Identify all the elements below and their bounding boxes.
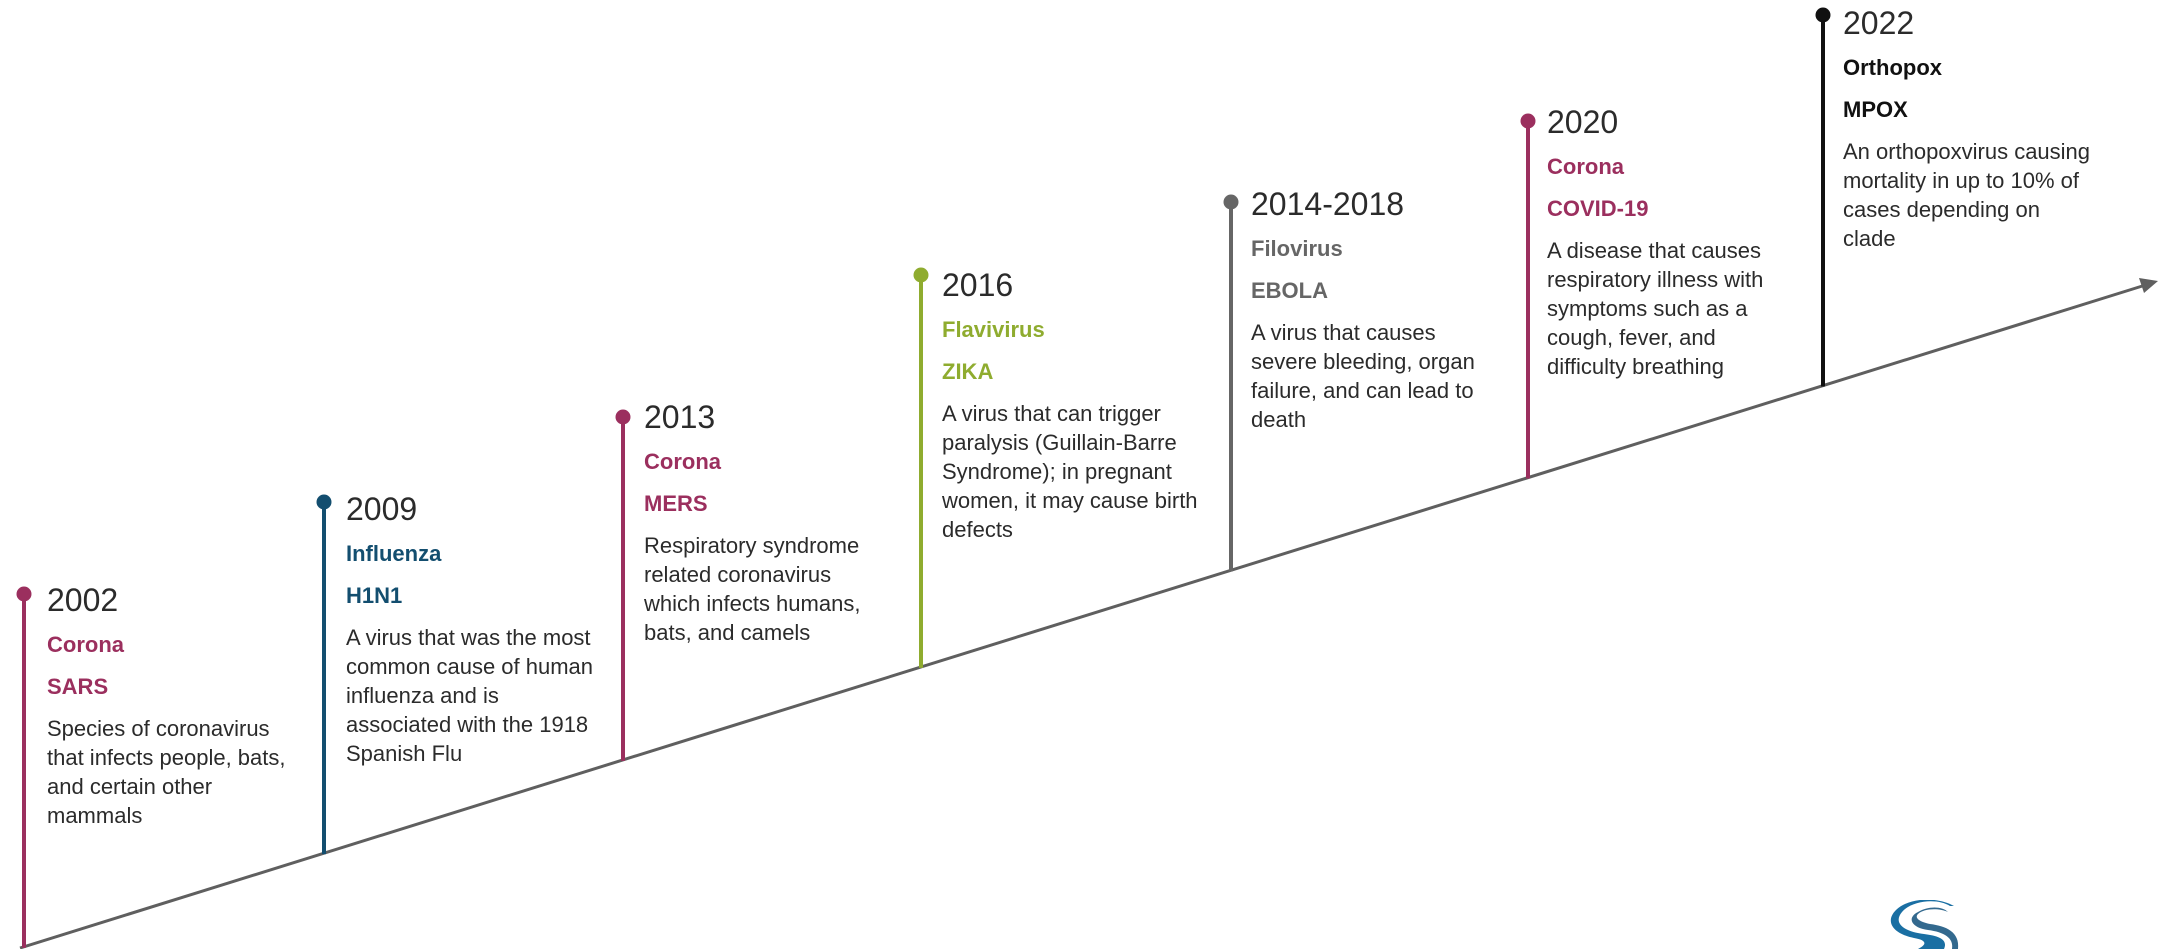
axis-arrowhead <box>2139 278 2158 293</box>
event-year: 2016 <box>942 267 1014 303</box>
event-virus: EBOLA <box>1251 278 1328 303</box>
event-family: Orthopox <box>1843 55 1942 80</box>
event-description: A virus that causes severe bleeding, org… <box>1251 320 1475 432</box>
event-dot <box>1520 113 1536 129</box>
event-family: Corona <box>644 449 721 474</box>
event-description: Respiratory syndrome related coronavirus… <box>644 533 861 645</box>
event-family: Corona <box>47 632 124 657</box>
event-year: 2020 <box>1547 104 1619 140</box>
event-2022: 2022 Orthopox MPOX An orthopoxvirus caus… <box>1843 5 2093 253</box>
event-2009: 2009 Influenza H1N1 A virus that was the… <box>346 491 606 768</box>
event-dot <box>316 494 332 510</box>
event-dot <box>16 586 32 602</box>
event-family: Influenza <box>346 541 442 566</box>
event-virus: ZIKA <box>942 359 994 384</box>
event-dot <box>615 409 631 425</box>
event-family: Corona <box>1547 154 1624 179</box>
event-family: Filovirus <box>1251 236 1343 261</box>
event-dot <box>913 267 929 283</box>
event-year: 2022 <box>1843 5 1915 41</box>
event-year: 2013 <box>644 399 716 435</box>
event-family: Flavivirus <box>942 317 1045 342</box>
timeline-axis <box>19 281 2153 949</box>
s-logo-icon <box>1890 900 1959 949</box>
event-2013: 2013 Corona MERS Respiratory syndrome re… <box>644 399 889 647</box>
event-year: 2002 <box>47 582 119 618</box>
event-description: A virus that was the most common cause o… <box>346 625 594 766</box>
event-2020: 2020 Corona COVID-19 A disease that caus… <box>1547 104 1797 381</box>
event-virus: MERS <box>644 491 708 516</box>
event-2016: 2016 Flavivirus ZIKA A virus that can tr… <box>942 267 1202 544</box>
event-dot <box>1223 194 1239 210</box>
event-virus: MPOX <box>1843 97 1908 122</box>
event-virus: SARS <box>47 674 109 699</box>
event-2014-2018: 2014-2018 Filovirus EBOLA A virus that c… <box>1251 186 1501 434</box>
event-year: 2014-2018 <box>1251 186 1405 222</box>
event-virus: COVID-19 <box>1547 196 1649 221</box>
event-description: Species of coronavirus that infects peop… <box>47 716 286 828</box>
event-description: A virus that can trigger paralysis (Guil… <box>942 401 1198 542</box>
event-2002: 2002 Corona SARS Species of coronavirus … <box>47 582 297 830</box>
event-description: An orthopoxvirus causing mortality in up… <box>1843 139 2091 251</box>
event-description: A disease that causes respiratory illnes… <box>1547 238 1764 379</box>
event-year: 2009 <box>346 491 418 527</box>
event-virus: H1N1 <box>346 583 403 608</box>
event-dot <box>1815 7 1831 23</box>
